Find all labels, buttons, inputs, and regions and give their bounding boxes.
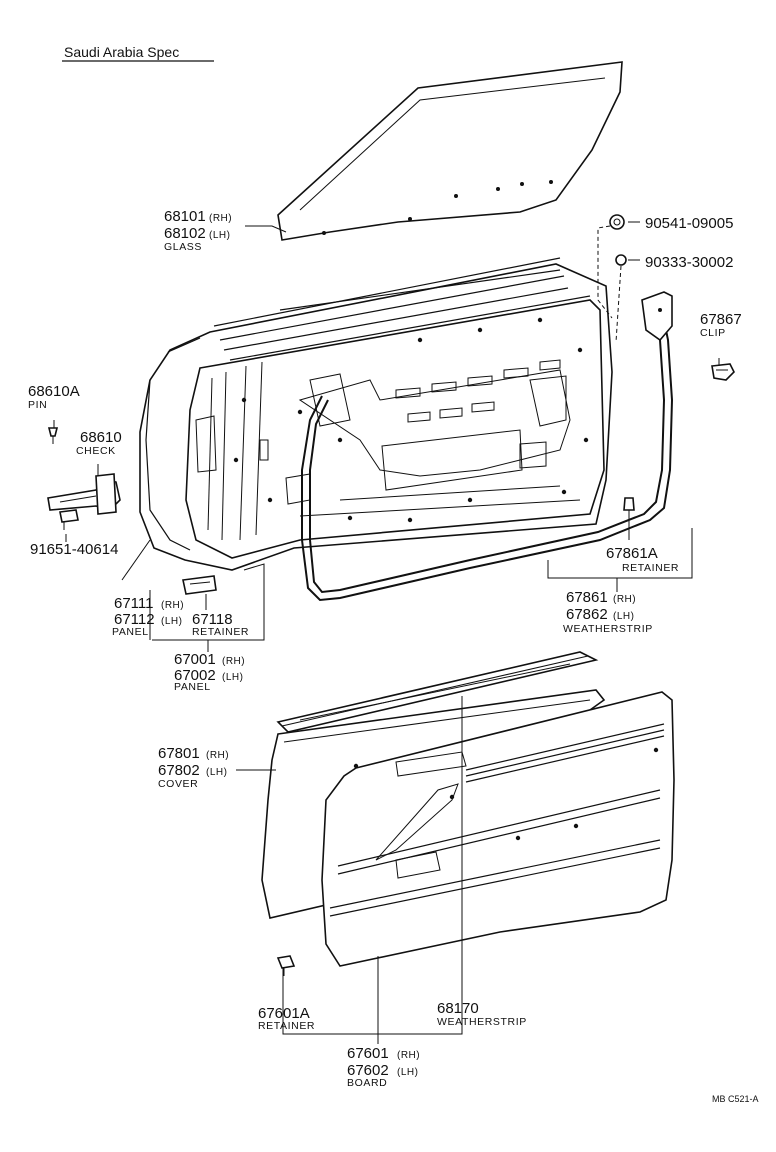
glass-name: GLASS — [164, 241, 202, 253]
glass-lh-number: 68102 — [164, 225, 206, 242]
retainer-67861a-name: RETAINER — [622, 562, 679, 574]
cover-rh-suffix: (RH) — [206, 750, 229, 761]
bolt-90541-number: 90541-09005 — [645, 215, 733, 232]
board-weatherstrip-number: 68170 — [437, 1000, 479, 1017]
outer-panel-lh-number: 67112 — [114, 611, 155, 628]
diagram-code: MB C521-A — [712, 1094, 759, 1104]
cover-name: COVER — [158, 778, 198, 790]
nut-90333-number: 90333-30002 — [645, 254, 733, 271]
glass-rh-suffix: (RH) — [209, 213, 232, 224]
pin-number: 68610A — [28, 383, 80, 400]
board-drawing — [321, 691, 675, 967]
cover-lh-number: 67802 — [158, 762, 200, 779]
retainer-67601a-icon — [276, 955, 296, 976]
board-weatherstrip-name: WEATHERSTRIP — [437, 1016, 527, 1028]
cover-lh-suffix: (LH) — [206, 767, 227, 778]
door-panel-lh-suffix: (LH) — [222, 672, 243, 683]
door-panel-name: PANEL — [174, 681, 211, 693]
weatherstrip-rh-number: 67861 — [566, 589, 608, 606]
retainer-67118-name: RETAINER — [192, 626, 249, 638]
diagram-title: Saudi Arabia Spec — [64, 44, 179, 60]
clip-name: CLIP — [700, 327, 726, 339]
bolt-91651-icon — [59, 509, 79, 530]
weatherstrip-rh-suffix: (RH) — [613, 594, 636, 605]
outer-panel-rh-suffix: (RH) — [161, 600, 184, 611]
bolt-90541-icon — [609, 214, 625, 230]
clip-number: 67867 — [700, 311, 742, 328]
glass-drawing — [277, 61, 623, 241]
board-lh-suffix: (LH) — [397, 1067, 418, 1078]
board-rh-number: 67601 — [347, 1045, 389, 1062]
glass-rh-number: 68101 — [164, 208, 206, 225]
leader-lines — [53, 221, 720, 1044]
retainer-67118-icon — [182, 575, 217, 595]
cover-rh-number: 67801 — [158, 745, 200, 762]
retainer-67861a-icon — [623, 497, 635, 520]
weatherstrip-lh-suffix: (LH) — [613, 611, 634, 622]
board-lh-number: 67602 — [347, 1062, 389, 1079]
clip-67867-icon — [711, 363, 735, 381]
glass-lh-suffix: (LH) — [209, 230, 230, 241]
weatherstrip-lh-number: 67862 — [566, 606, 608, 623]
check-number: 68610 — [80, 429, 122, 446]
outer-panel-name: PANEL — [112, 626, 149, 638]
pin-68610a-icon — [47, 427, 59, 444]
check-68610-drawing — [47, 473, 121, 515]
board-weatherstrip-drawing — [276, 651, 599, 733]
outer-panel-rh-number: 67111 — [114, 595, 154, 612]
board-name: BOARD — [347, 1077, 387, 1089]
nut-90333-icon — [615, 254, 627, 266]
door-panel-rh-suffix: (RH) — [222, 656, 245, 667]
door-panel-lh-number: 67002 — [174, 667, 216, 684]
board-rh-suffix: (RH) — [397, 1050, 420, 1061]
door-panel-rh-number: 67001 — [174, 651, 216, 668]
outer-panel-lh-suffix: (LH) — [161, 616, 182, 627]
retainer-67861a-number: 67861A — [606, 545, 658, 562]
nut-dash-line — [615, 265, 622, 343]
pin-name: PIN — [28, 399, 47, 411]
door-panel-drawing — [139, 257, 613, 571]
bolt-91651-number: 91651-40614 — [30, 541, 118, 558]
retainer-67118-number: 67118 — [192, 611, 233, 628]
retainer-67601a-name: RETAINER — [258, 1020, 315, 1032]
check-name: CHECK — [76, 445, 116, 457]
weatherstrip-name: WEATHERSTRIP — [563, 623, 653, 635]
door-weatherstrip-drawing — [301, 291, 674, 602]
retainer-67601a-number: 67601A — [258, 1005, 310, 1022]
